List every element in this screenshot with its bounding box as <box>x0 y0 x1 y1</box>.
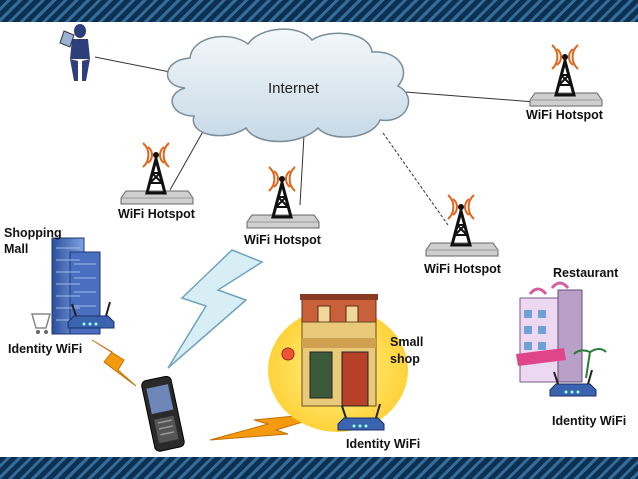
hotspot-label: WiFi Hotspot <box>244 233 321 247</box>
shop-icon <box>268 294 408 432</box>
mall-wifi-label: Identity WiFi <box>8 342 83 356</box>
hotspot-label: WiFi Hotspot <box>424 262 501 276</box>
top-banner <box>0 0 638 22</box>
shop-wifi-label: Identity WiFi <box>346 437 421 451</box>
hotspot-label: WiFi Hotspot <box>526 108 603 122</box>
wifi-tower-icon <box>246 165 320 229</box>
building-icon <box>516 281 607 383</box>
shop-label-line2: shop <box>390 352 420 366</box>
restaurant-wifi-label: Identity WiFi <box>552 414 627 428</box>
mobile-phone-icon <box>141 375 185 452</box>
cloud-label: Internet <box>268 80 319 97</box>
mall-label-line1: Shopping <box>4 226 62 240</box>
shop-label-line1: Small <box>390 335 424 349</box>
lightning-icon <box>91 339 137 387</box>
hotspot-label: WiFi Hotspot <box>118 207 195 221</box>
mall-label-line2: Mall <box>4 242 29 256</box>
lightning-icon <box>167 249 264 369</box>
wifi-tower-icon <box>120 141 194 205</box>
cloud-icon <box>166 28 410 143</box>
laptop-user-icon <box>59 24 90 81</box>
wifi-tower-icon <box>425 193 499 257</box>
restaurant-label: Restaurant <box>553 266 619 280</box>
bottom-banner <box>0 457 638 479</box>
wifi-tower-icon <box>529 43 603 107</box>
